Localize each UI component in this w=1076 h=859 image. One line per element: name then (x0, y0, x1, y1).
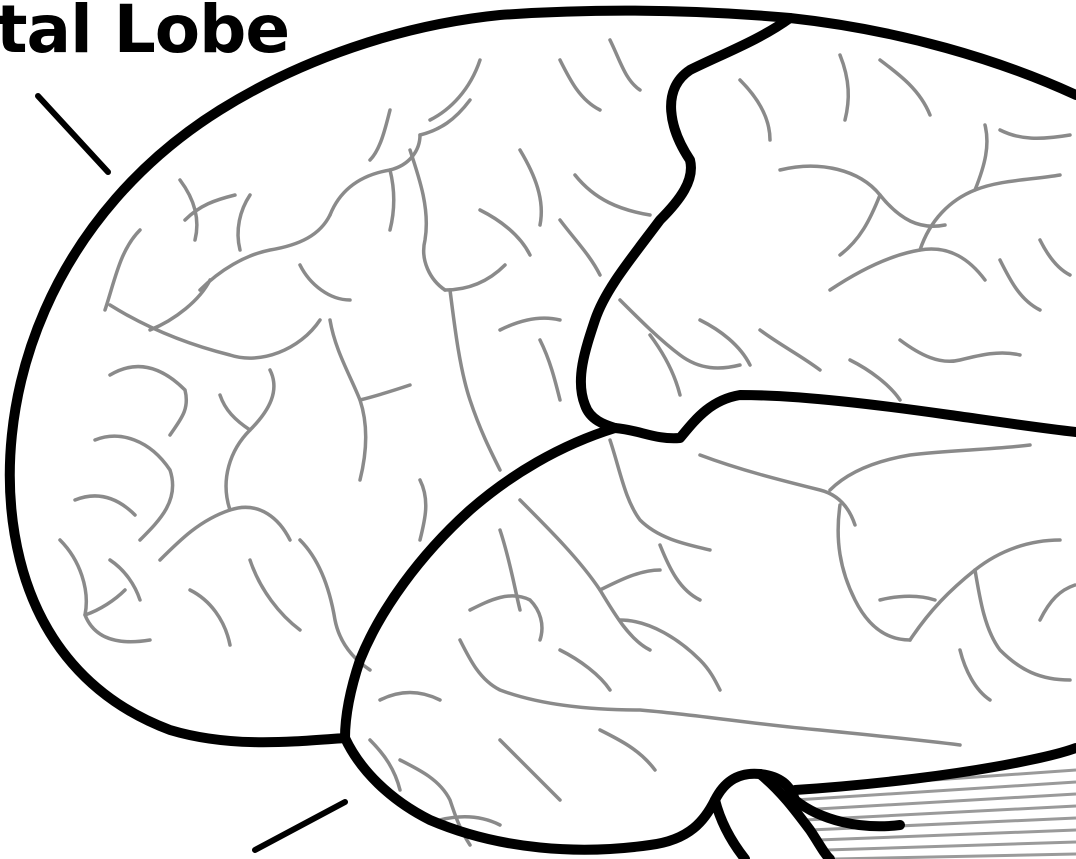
frontal-lobe-leader-line (38, 96, 108, 172)
temporal-lobe-leader-line (255, 802, 345, 850)
frontal-lobe-label: tal Lobe (0, 0, 289, 69)
